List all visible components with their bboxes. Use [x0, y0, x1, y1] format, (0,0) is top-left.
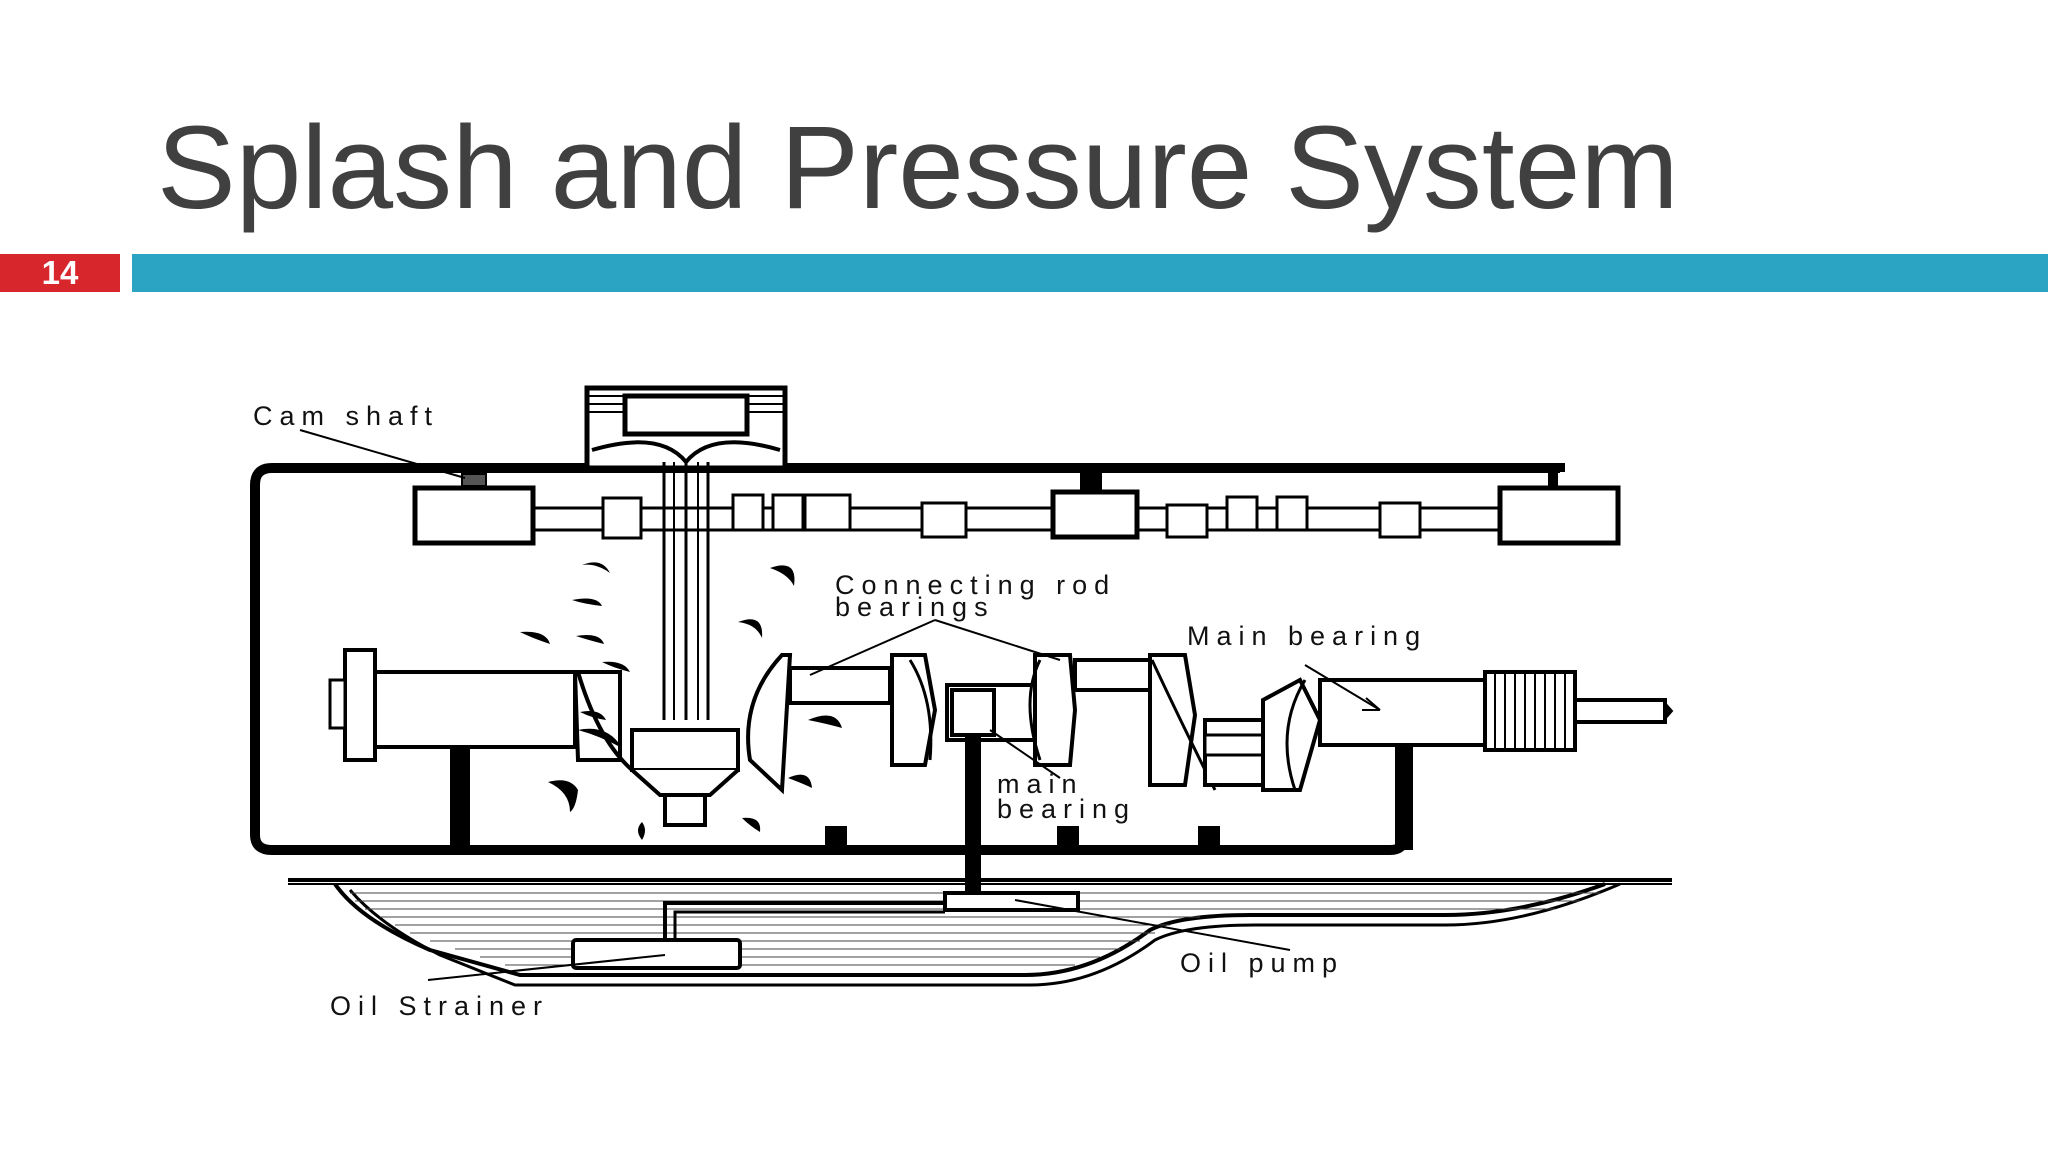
leader-lines [299, 429, 1381, 981]
label-main-bearing-line2: bearing [997, 794, 1136, 824]
piston [584, 385, 788, 471]
crankshaft [328, 648, 1674, 827]
slide-number-badge: 14 [0, 254, 120, 292]
label-connecting-rod-line1: Connecting rod [835, 570, 1116, 600]
oil-splash-droplets [520, 562, 842, 840]
label-oil-pump: Oil pump [1180, 948, 1344, 978]
camshaft [412, 470, 1621, 546]
bearing-supports [450, 735, 1413, 895]
label-main-bearing-top: Main bearing [1187, 621, 1427, 651]
diagram-labels: Cam shaft Connecting rod bearings Main b… [253, 401, 1427, 1021]
label-main-bearing-line1: main [997, 769, 1084, 799]
label-camshaft: Cam shaft [253, 401, 439, 431]
label-oil-strainer: Oil Strainer [330, 991, 549, 1021]
label-connecting-rod-line2: bearings [835, 592, 995, 622]
connecting-rod [662, 462, 710, 720]
title-accent-bar [132, 254, 2048, 292]
slide-title: Splash and Pressure System [157, 102, 1679, 234]
